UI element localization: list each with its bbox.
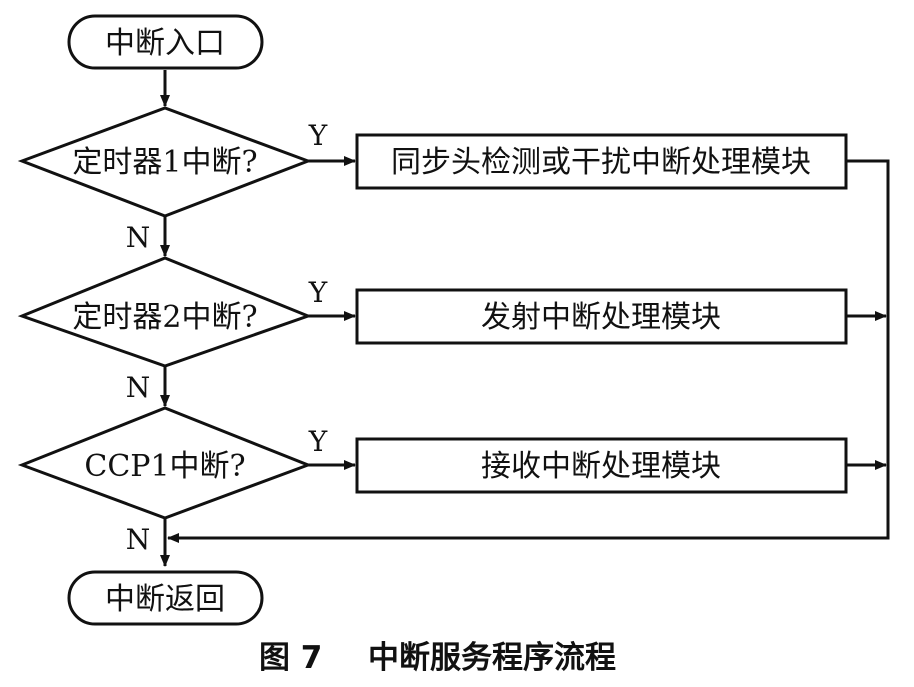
no-label-decision1: N [126, 221, 151, 254]
process-sync-detect-label: 同步头检测或干扰中断处理模块 [391, 145, 811, 180]
start-terminator-label: 中断入口 [105, 26, 225, 61]
figure-title: 中断服务程序流程 [368, 640, 616, 676]
decision-ccp1 [17, 406, 313, 520]
process-sync-detect [355, 133, 848, 190]
end-terminator-label: 中断返回 [105, 582, 225, 617]
decision-ccp1-label: CCP1中断? [84, 449, 245, 484]
yes-label-decision2: Y [308, 276, 328, 309]
process-transmit-label: 发射中断处理模块 [481, 300, 721, 335]
yes-label-decision1: Y [308, 119, 328, 152]
process-receive [355, 437, 848, 494]
decision-timer1-label: 定时器1中断? [72, 145, 257, 180]
start-terminator [67, 14, 264, 70]
merge-bus-line [167, 159, 890, 543]
decision-timer1 [17, 106, 313, 218]
figure-number: 图 7 [259, 640, 322, 676]
process-receive-label: 接收中断处理模块 [481, 449, 721, 484]
decision-timer2 [17, 256, 313, 368]
process-transmit [355, 288, 848, 345]
yes-label-decision3: Y [308, 425, 328, 458]
end-terminator [67, 570, 264, 626]
decision-timer2-label: 定时器2中断? [72, 300, 257, 335]
no-label-decision2: N [126, 371, 151, 404]
no-label-decision3: N [126, 523, 151, 556]
